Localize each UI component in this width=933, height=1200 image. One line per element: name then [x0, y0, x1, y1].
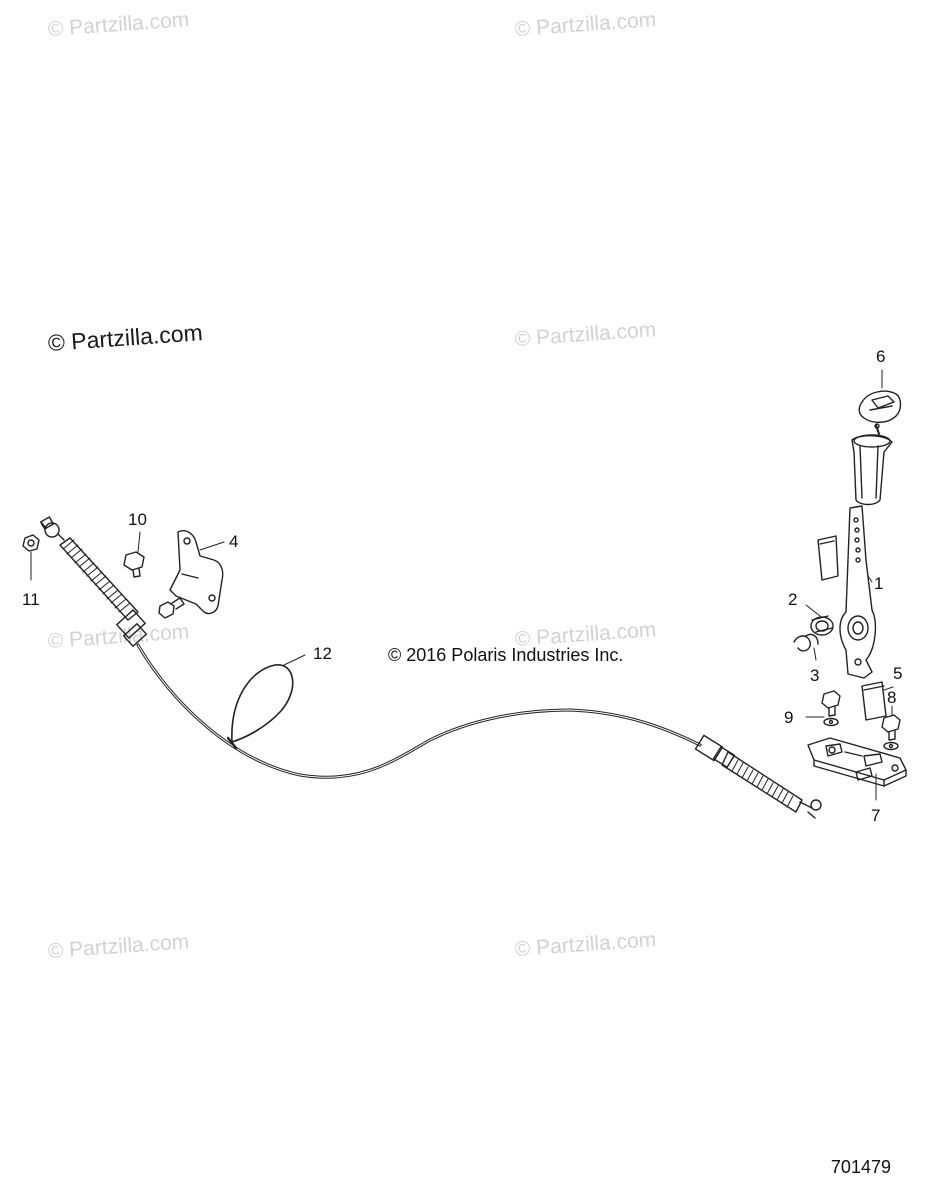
- diagram-id: 701479: [830, 1157, 891, 1177]
- callout-4: 4: [229, 532, 239, 551]
- bushing: [810, 615, 834, 636]
- bolt-washer: [821, 690, 841, 727]
- cable-bracket: [158, 530, 224, 619]
- leader-lines: [30, 369, 894, 801]
- shift-lever: [817, 505, 877, 679]
- callout-5: 5: [893, 664, 903, 683]
- shift-cable: [39, 516, 822, 819]
- pad: [861, 681, 887, 721]
- bolt: [123, 551, 145, 578]
- copyright-notice: © 2016 Polaris Industries Inc.: [388, 645, 624, 665]
- bolt-washer: [881, 714, 901, 751]
- callout-1: 1: [874, 574, 884, 593]
- callout-2: 2: [788, 590, 798, 609]
- retaining-ring: [793, 633, 819, 652]
- callout-12: 12: [313, 644, 332, 663]
- nut: [22, 534, 40, 552]
- shift-boot: [851, 434, 893, 506]
- callout-6: 6: [876, 347, 886, 366]
- callout-7: 7: [871, 806, 881, 825]
- callout-11: 11: [22, 590, 40, 609]
- callout-10: 10: [128, 510, 147, 529]
- callout-9: 9: [784, 708, 794, 727]
- callout-3: 3: [810, 666, 820, 685]
- callout-8: 8: [887, 688, 897, 707]
- base-plate: [807, 737, 907, 787]
- shift-knob: [858, 390, 902, 435]
